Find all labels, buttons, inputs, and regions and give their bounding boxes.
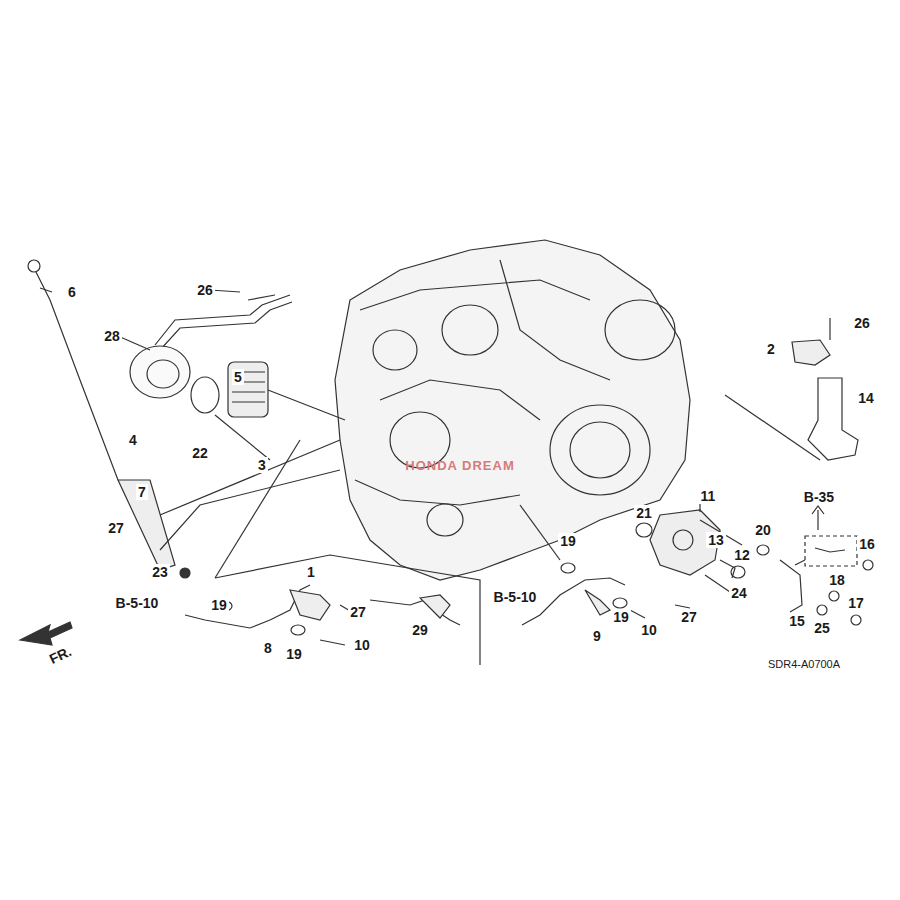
callout-number: 27 — [679, 609, 699, 625]
callout-number: 20 — [753, 522, 773, 538]
callout-number: 16 — [857, 536, 877, 552]
callout-number: 29 — [410, 622, 430, 638]
callout-number: 10 — [639, 622, 659, 638]
callout-number: 18 — [827, 572, 847, 588]
callout-number: 25 — [812, 620, 832, 636]
watermark: HONDA DREAM — [403, 458, 516, 473]
callout-number: 27 — [348, 604, 368, 620]
callout-number: 15 — [787, 613, 807, 629]
callout-number: 10 — [352, 637, 372, 653]
callout-number: 24 — [729, 585, 749, 601]
callout-number: 3 — [256, 457, 268, 473]
callout-number: 17 — [846, 595, 866, 611]
callout-number: 12 — [732, 547, 752, 563]
callout-number: 5 — [232, 369, 244, 385]
callout-number: 19 — [209, 597, 229, 613]
callout-number: 14 — [856, 390, 876, 406]
reference-label: B-35 — [802, 489, 836, 505]
callout-number: 23 — [150, 564, 170, 580]
reference-label: B-5-10 — [114, 595, 161, 611]
callout-number: 6 — [66, 284, 78, 300]
callout-number: 11 — [699, 488, 718, 504]
front-indicator: FR. — [45, 642, 76, 668]
callout-number: 19 — [611, 609, 631, 625]
callout-number: 26 — [195, 282, 215, 298]
callout-number: 19 — [558, 533, 578, 549]
callout-number: 1 — [305, 564, 317, 580]
callout-number: 8 — [262, 640, 274, 656]
callout-number: 22 — [190, 445, 210, 461]
reference-label: B-5-10 — [492, 589, 539, 605]
callout-number: 21 — [634, 505, 654, 521]
callout-number: 2 — [765, 341, 777, 357]
callout-number: 13 — [706, 532, 726, 548]
diagram-code: SDR4-A0700A — [766, 658, 842, 671]
callout-number: 9 — [591, 628, 603, 644]
callout-number: 19 — [284, 646, 304, 662]
callout-number: 28 — [102, 328, 122, 344]
callout-number: 27 — [106, 520, 126, 536]
callout-number: 7 — [136, 484, 148, 500]
callout-number: 26 — [852, 315, 872, 331]
callout-number: 4 — [127, 432, 139, 448]
